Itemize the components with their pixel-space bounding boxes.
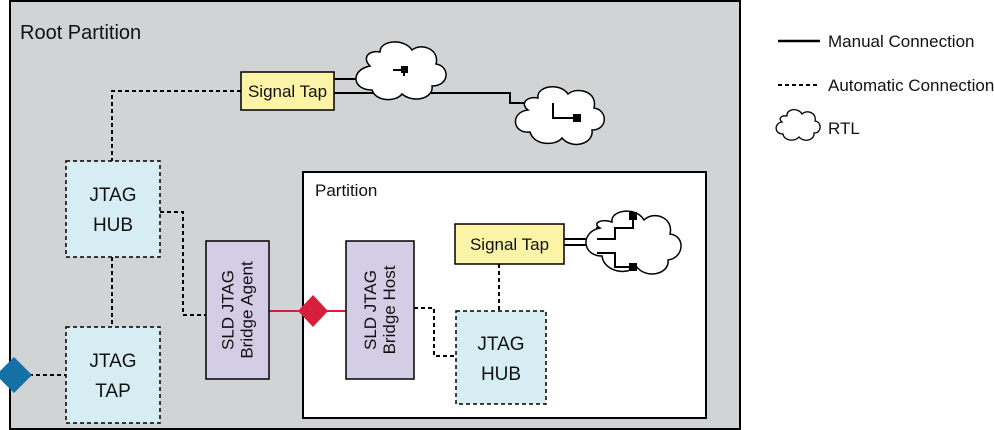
jtag-hub-root	[65, 160, 161, 258]
partition-label: Partition	[315, 181, 377, 200]
signal-tap-partition	[454, 223, 565, 265]
sld-bridge-host	[345, 240, 415, 380]
rtl-cloud-2	[514, 86, 605, 146]
jtag-tap-root	[65, 326, 161, 424]
jtag-hub-partition-line2: HUB	[481, 364, 521, 385]
rtl-cloud-3-pin-bottom	[629, 263, 637, 271]
jtag-hub-partition	[455, 310, 547, 405]
jtag-hub-root-line2: HUB	[93, 215, 133, 236]
root-partition-label: Root Partition	[20, 22, 141, 44]
legend-automatic-label: Automatic Connection	[828, 76, 994, 95]
blue-diamond	[0, 357, 32, 393]
signal-tap-root-label: Signal Tap	[248, 82, 327, 101]
sld-bridge-agent-line1: SLD JTAG	[219, 270, 238, 350]
red-diamond	[298, 295, 328, 327]
signal-tap-root	[240, 71, 335, 111]
rtl-cloud-2-wire	[552, 103, 577, 119]
rtl-cloud-2-pin	[573, 114, 581, 122]
jtag-tap-root-line1: JTAG	[89, 351, 136, 372]
legend-rtl-cloud-icon	[775, 109, 821, 141]
jtag-hub-root-line1: JTAG	[89, 185, 136, 206]
signal-tap-partition-label: Signal Tap	[470, 235, 549, 254]
sld-bridge-agent-line2: Bridge Agent	[238, 261, 257, 359]
rtl-cloud-1-pin	[401, 66, 408, 73]
legend-manual-label: Manual Connection	[828, 32, 974, 51]
conn-signaltap-hub	[111, 90, 241, 161]
automatic-connections	[22, 90, 500, 376]
rtl-cloud-3-wires	[597, 216, 634, 268]
sld-bridge-host-line1: SLD JTAG	[361, 270, 380, 350]
rtl-cloud-3-pin-top	[629, 212, 637, 220]
jtag-tap-root-line2: TAP	[95, 381, 131, 402]
legend-rtl-label: RTL	[828, 119, 860, 138]
sld-bridge-host-line2: Bridge Host	[380, 265, 399, 354]
jtag-hub-partition-line1: JTAG	[477, 334, 524, 355]
rtl-cloud-3	[585, 210, 682, 275]
conn-host-hub-partition	[414, 307, 456, 357]
sld-bridge-agent	[205, 240, 270, 380]
